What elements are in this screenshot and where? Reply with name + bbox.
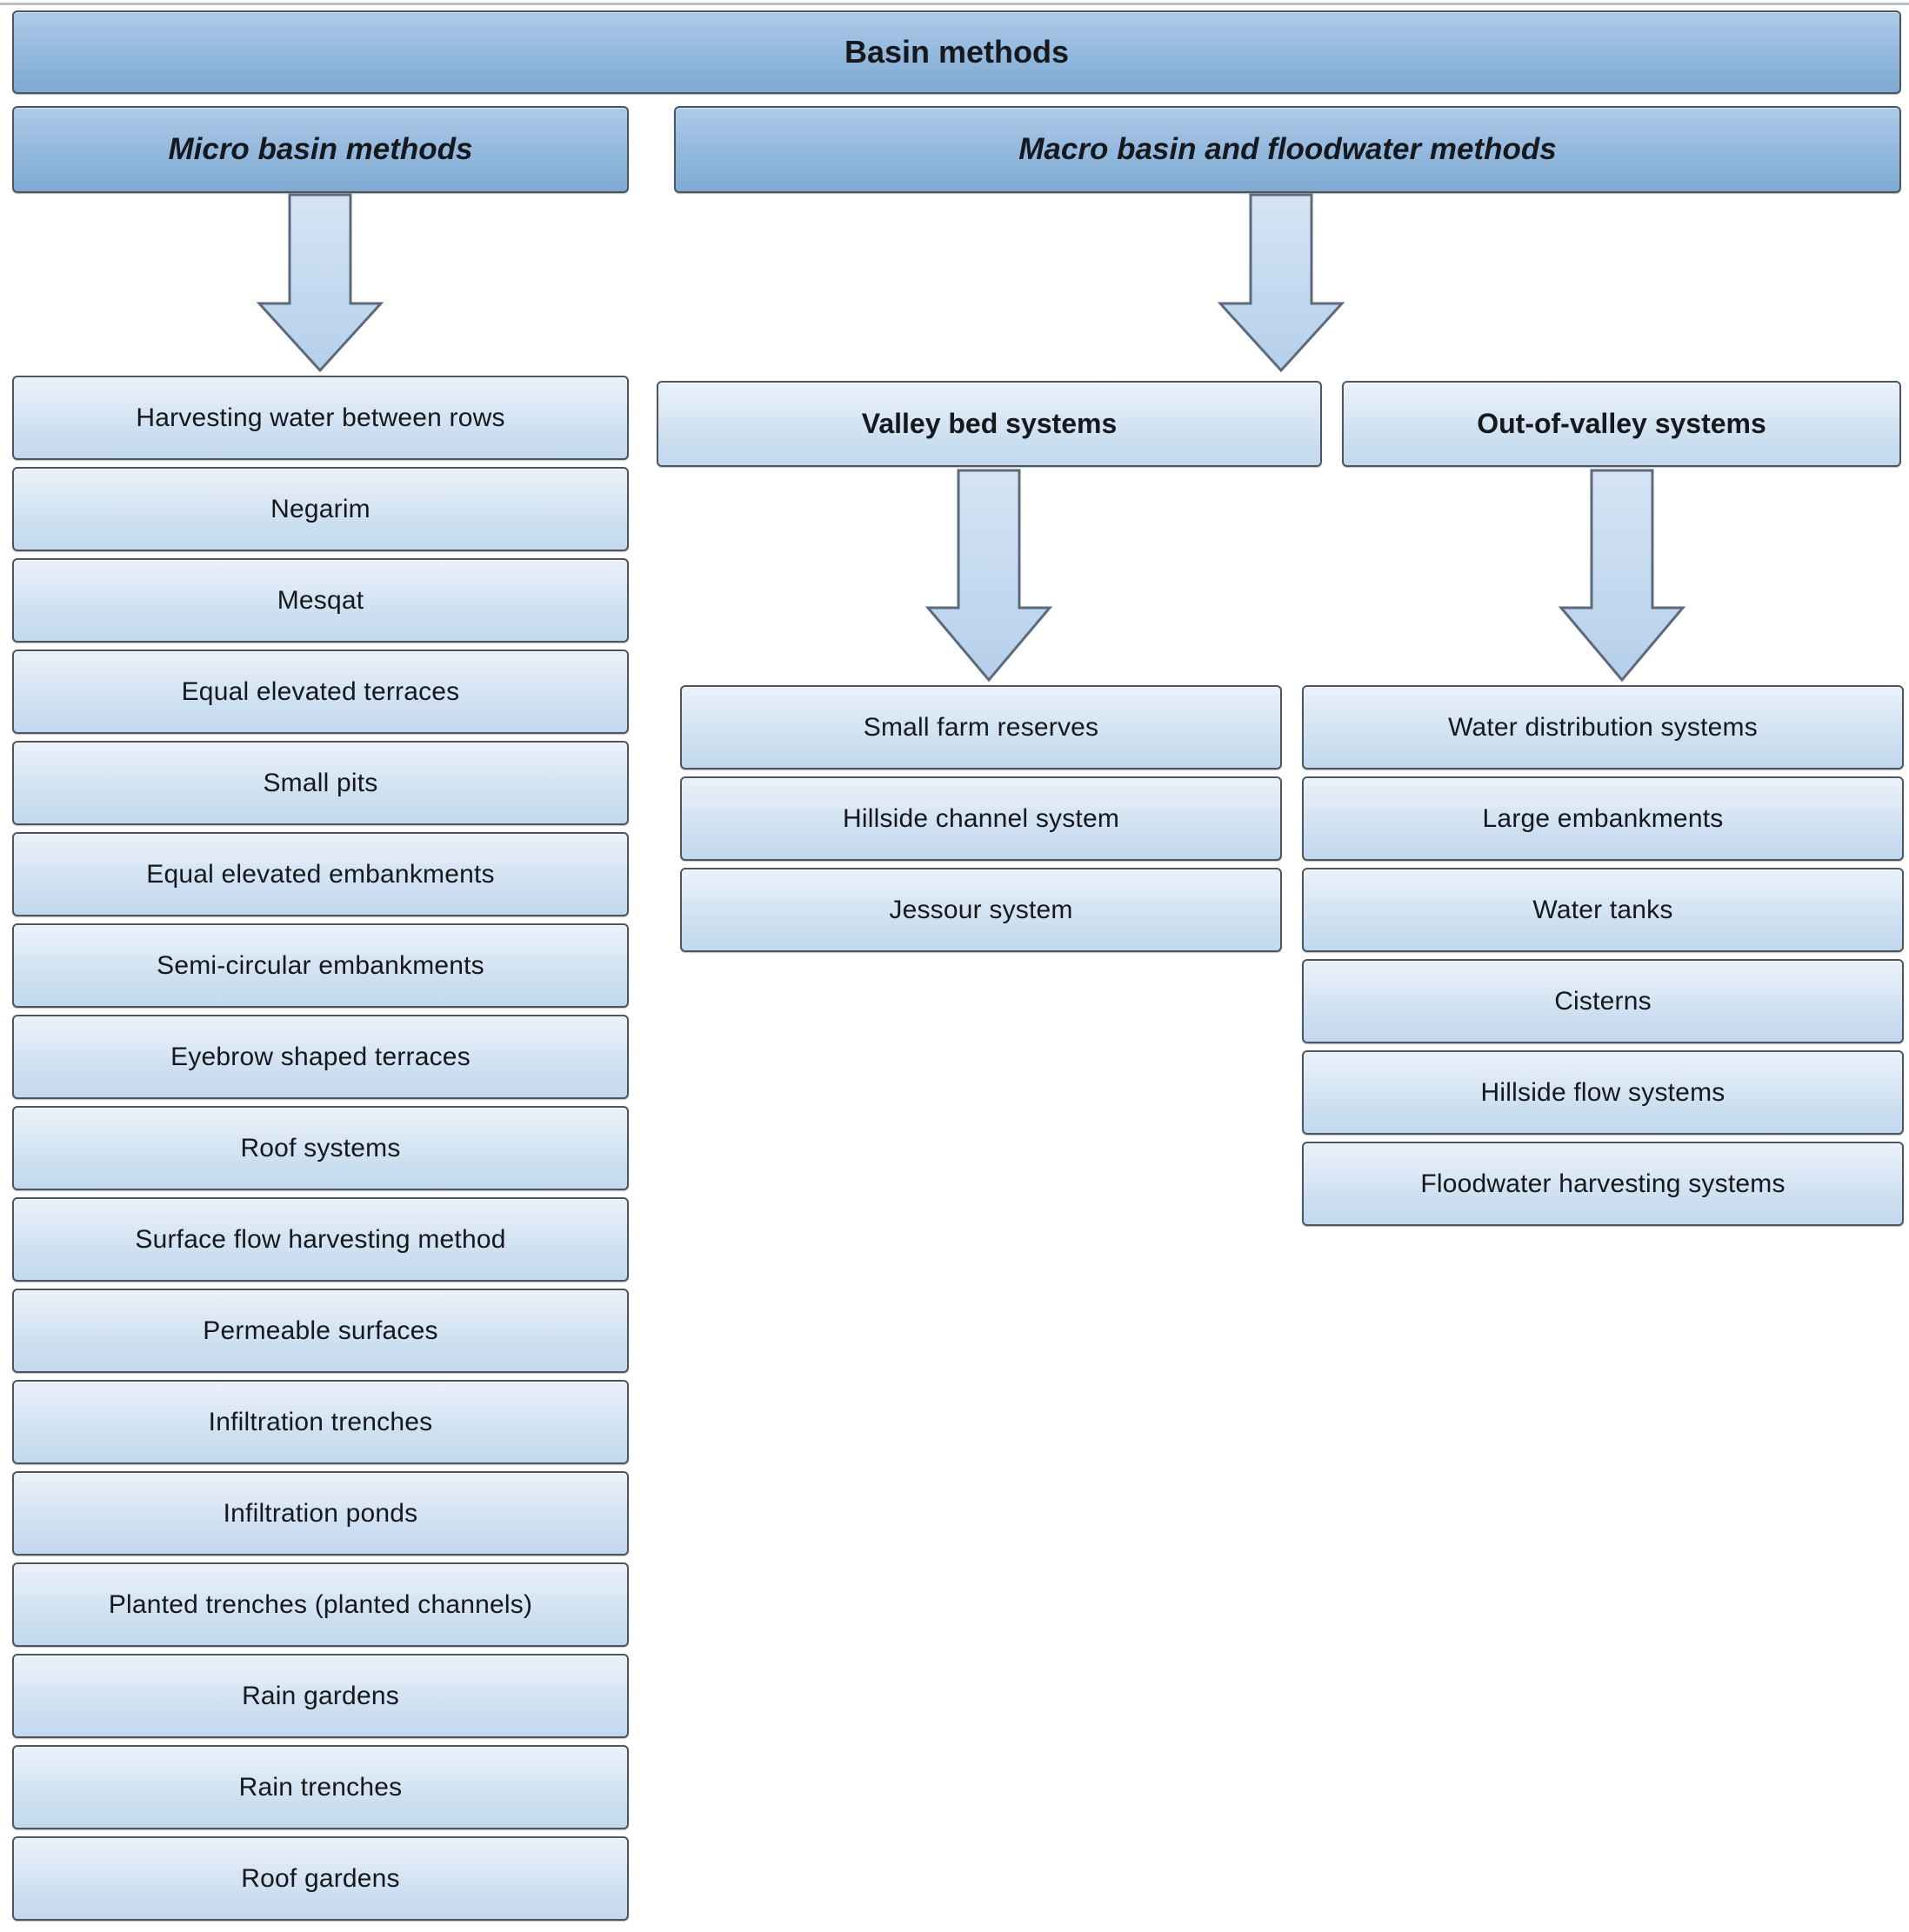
out-of-valley-item-label: Floodwater harvesting systems bbox=[1420, 1169, 1786, 1198]
micro-item: Negarim bbox=[12, 467, 629, 551]
micro-item: Mesqat bbox=[12, 558, 629, 643]
micro-item-label: Infiltration ponds bbox=[223, 1498, 418, 1528]
out-of-valley-item: Cisterns bbox=[1302, 959, 1904, 1043]
micro-item-label: Semi-circular embankments bbox=[157, 950, 484, 980]
down-arrow-icon bbox=[256, 193, 384, 373]
micro-item: Equal elevated terraces bbox=[12, 650, 629, 734]
micro-item-label: Equal elevated terraces bbox=[181, 676, 460, 706]
micro-item: Surface flow harvesting method bbox=[12, 1197, 629, 1282]
micro-item-label: Eyebrow shaped terraces bbox=[170, 1042, 471, 1071]
micro-item-label: Rain trenches bbox=[238, 1772, 403, 1802]
micro-item: Rain gardens bbox=[12, 1654, 629, 1738]
top-divider-line bbox=[0, 3, 1909, 5]
micro-item: Infiltration trenches bbox=[12, 1380, 629, 1464]
micro-item-label: Roof gardens bbox=[241, 1863, 400, 1893]
valley-bed-item: Hillside channel system bbox=[680, 776, 1282, 861]
micro-item: Planted trenches (planted channels) bbox=[12, 1562, 629, 1647]
valley-bed-item-label: Small farm reserves bbox=[863, 712, 1099, 742]
micro-item: Infiltration ponds bbox=[12, 1471, 629, 1556]
valley-bed-item-label: Hillside channel system bbox=[842, 803, 1120, 833]
micro-item-label: Surface flow harvesting method bbox=[135, 1224, 506, 1254]
out-of-valley-item: Floodwater harvesting systems bbox=[1302, 1142, 1904, 1226]
micro-item-label: Small pits bbox=[263, 768, 378, 797]
micro-item-label: Rain gardens bbox=[242, 1681, 399, 1710]
out-of-valley-item: Hillside flow systems bbox=[1302, 1050, 1904, 1135]
diagram-title: Basin methods bbox=[844, 34, 1070, 70]
out-of-valley-item-label: Large embankments bbox=[1482, 803, 1724, 833]
macro-basin-header: Macro basin and floodwater methods bbox=[674, 106, 1901, 193]
out-of-valley-item: Large embankments bbox=[1302, 776, 1904, 861]
valley-bed-label: Valley bed systems bbox=[861, 408, 1118, 439]
micro-item: Permeable surfaces bbox=[12, 1289, 629, 1373]
micro-items-column: Harvesting water between rows Negarim Me… bbox=[12, 376, 629, 1921]
micro-item: Semi-circular embankments bbox=[12, 923, 629, 1008]
micro-item-label: Equal elevated embankments bbox=[146, 859, 495, 889]
out-of-valley-item-label: Water tanks bbox=[1532, 895, 1673, 924]
down-arrow-icon bbox=[924, 469, 1053, 683]
micro-basin-header: Micro basin methods bbox=[12, 106, 629, 193]
out-of-valley-items-column: Water distribution systems Large embankm… bbox=[1302, 685, 1904, 1226]
down-arrow-icon bbox=[1558, 469, 1686, 683]
out-of-valley-item-label: Cisterns bbox=[1554, 986, 1652, 1016]
micro-item-label: Roof systems bbox=[240, 1133, 401, 1163]
micro-item: Small pits bbox=[12, 741, 629, 825]
micro-item-label: Planted trenches (planted channels) bbox=[108, 1589, 533, 1619]
macro-basin-label: Macro basin and floodwater methods bbox=[1018, 132, 1557, 166]
micro-item: Roof systems bbox=[12, 1106, 629, 1190]
title-banner: Basin methods bbox=[12, 10, 1901, 94]
micro-item: Equal elevated embankments bbox=[12, 832, 629, 916]
micro-item-label: Permeable surfaces bbox=[203, 1316, 438, 1345]
valley-bed-items-column: Small farm reserves Hillside channel sys… bbox=[680, 685, 1282, 952]
micro-item-label: Infiltration trenches bbox=[208, 1407, 433, 1436]
micro-item: Eyebrow shaped terraces bbox=[12, 1015, 629, 1099]
valley-bed-item: Small farm reserves bbox=[680, 685, 1282, 769]
valley-bed-header: Valley bed systems bbox=[657, 381, 1322, 467]
micro-basin-label: Micro basin methods bbox=[168, 132, 473, 166]
micro-item-label: Harvesting water between rows bbox=[136, 403, 505, 432]
out-of-valley-label: Out-of-valley systems bbox=[1477, 408, 1766, 439]
micro-item-label: Negarim bbox=[270, 494, 370, 523]
micro-item: Rain trenches bbox=[12, 1745, 629, 1829]
out-of-valley-header: Out-of-valley systems bbox=[1342, 381, 1901, 467]
micro-item-label: Mesqat bbox=[277, 585, 364, 615]
out-of-valley-item-label: Water distribution systems bbox=[1448, 712, 1758, 742]
micro-item: Harvesting water between rows bbox=[12, 376, 629, 460]
valley-bed-item-label: Jessour system bbox=[889, 895, 1073, 924]
out-of-valley-item: Water tanks bbox=[1302, 868, 1904, 952]
valley-bed-item: Jessour system bbox=[680, 868, 1282, 952]
micro-item: Roof gardens bbox=[12, 1836, 629, 1921]
out-of-valley-item: Water distribution systems bbox=[1302, 685, 1904, 769]
out-of-valley-item-label: Hillside flow systems bbox=[1480, 1077, 1725, 1107]
down-arrow-icon bbox=[1217, 193, 1345, 373]
